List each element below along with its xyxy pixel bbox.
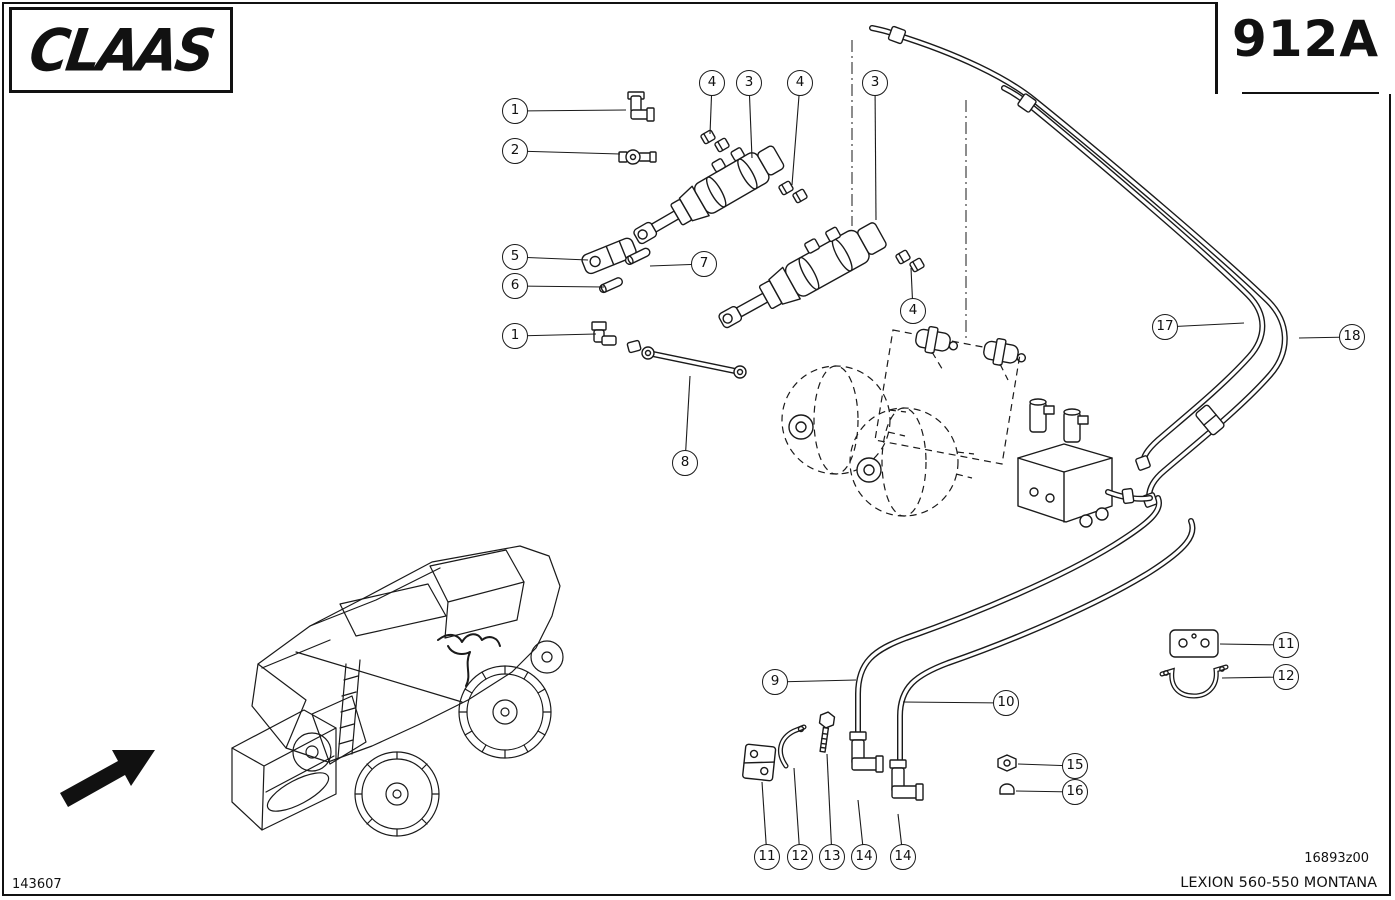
page-code-box: 912A: [1215, 2, 1393, 94]
clamp-bracket-bottom: [777, 724, 807, 769]
pipe-union-nut: [1135, 455, 1151, 471]
clamp-block-bottom: [742, 743, 777, 782]
clevis-fork: [581, 237, 637, 275]
accumulator-left: [781, 365, 907, 475]
accumulator-right: [849, 407, 975, 517]
model-name: LEXION 560-550 MONTANA: [1180, 875, 1377, 891]
clevis-pin: [598, 277, 623, 294]
hydraulic-hoses: [855, 495, 1196, 773]
valve-block: [1017, 398, 1153, 528]
pin: [624, 247, 651, 265]
master-cylinder-upper: [633, 145, 785, 245]
hex-nut: [997, 754, 1017, 772]
fitting-pairs: [700, 129, 925, 273]
master-cylinder-lower: [718, 222, 887, 329]
pipe-union-nut: [887, 25, 907, 45]
bolt: [818, 711, 836, 753]
elbow-fitting-bottom-left: [849, 731, 884, 773]
direction-arrow: [60, 750, 155, 807]
brand-name: CLAAS: [25, 15, 217, 85]
small-valve-left: [915, 325, 959, 354]
small-valve-right: [983, 337, 1027, 366]
reference-lines: [851, 40, 967, 340]
elbow-fitting-upper: [627, 91, 655, 122]
elbow-fitting-bottom-right: [889, 759, 924, 801]
clamp-block-right: [1169, 629, 1219, 658]
page-code: 912A: [1231, 10, 1380, 68]
drawing-ref: 16893z00: [1304, 851, 1369, 866]
combine-harvester-sketch: [231, 545, 564, 837]
leader-lines: [514, 82, 1353, 858]
lower-elbow-fitting: [591, 321, 617, 346]
banjo-fitting: [618, 149, 657, 165]
doc-number: 143607: [12, 877, 62, 892]
phantom-console: [874, 329, 1021, 465]
pipe-union-nut: [1017, 93, 1037, 113]
cap: [999, 783, 1015, 795]
pipe-clamp: [1195, 404, 1225, 436]
page-code-rule: [1242, 92, 1379, 94]
link-rod: [591, 321, 747, 379]
clamp-bracket-right: [1159, 664, 1229, 699]
claas-logo: CLAAS: [9, 7, 233, 93]
